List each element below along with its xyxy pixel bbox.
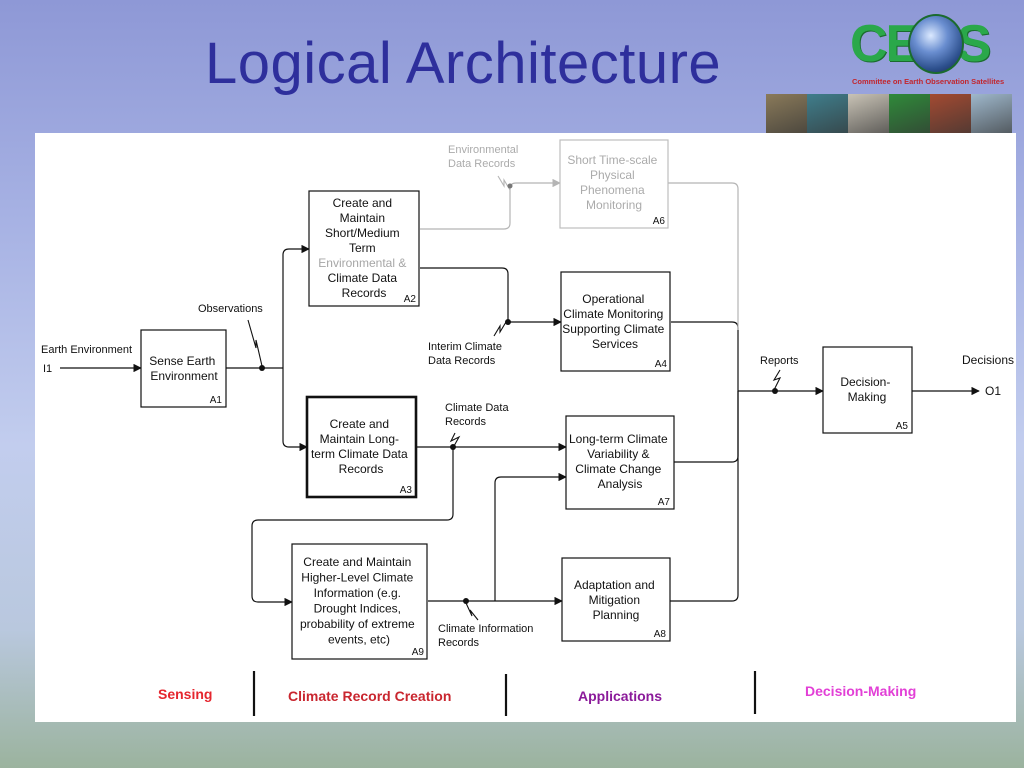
node-boxes	[140, 139, 913, 660]
edge-a4-reports	[671, 321, 739, 391]
node-a8-id: A8	[654, 629, 667, 640]
photo-tile	[930, 94, 971, 134]
node-a9-id: A9	[412, 647, 425, 658]
edge-a8-reports	[670, 391, 739, 602]
photo-tile	[807, 94, 848, 134]
phase-legend: Sensing Climate Record Creation Applicat…	[158, 671, 916, 716]
photo-tile	[766, 94, 807, 134]
node-a6-box	[559, 139, 669, 229]
node-text: Sense Earth Environment A1 Create and Ma…	[149, 153, 908, 658]
node-a4-id: A4	[655, 359, 668, 370]
node-a3-box	[305, 395, 418, 499]
edge-a9-a7	[494, 472, 567, 601]
node-a7-box	[565, 415, 675, 510]
node-a7-label: Long-term Climate Variability & Climate …	[569, 432, 671, 491]
node-a4-label: Operational Climate Monitoring Supportin…	[562, 292, 667, 351]
node-a5-label: Decision- Making	[840, 375, 893, 404]
tick-reports	[772, 369, 782, 391]
architecture-diagram: Sense Earth Environment A1 Create and Ma…	[41, 139, 1014, 716]
node-a1-id: A1	[210, 395, 223, 406]
label-observations: Observations	[198, 303, 263, 315]
node-a8-box	[561, 557, 671, 642]
tick-env-data	[497, 175, 511, 191]
node-a9-label: Create and Maintain Higher-Level Climate…	[300, 555, 418, 647]
node-a3-id: A3	[400, 485, 413, 496]
edge-split-a3	[282, 368, 308, 452]
node-a6-id: A6	[653, 216, 666, 227]
ceos-logo: CEOS Committee on Earth Observation Sate…	[846, 8, 1016, 92]
node-a9-box	[291, 543, 428, 660]
globe-icon	[908, 14, 964, 74]
legend-climate-record-creation: Climate Record Creation	[288, 688, 451, 704]
label-output: O1	[985, 384, 1001, 398]
node-a3-label: Create and Maintain Long- term Climate D…	[311, 417, 411, 476]
tick-observations	[247, 319, 263, 367]
diagram-panel: Sense Earth Environment A1 Create and Ma…	[35, 133, 1016, 722]
node-a1-box	[140, 329, 227, 408]
label-decisions: Decisions	[962, 353, 1014, 367]
label-input: I1	[43, 363, 52, 375]
tick-interim	[493, 321, 507, 337]
junction-climate-data	[450, 444, 456, 450]
junction-interim	[505, 319, 511, 325]
junction-climate-info	[463, 598, 469, 604]
label-earth-environment: Earth Environment	[41, 344, 132, 356]
photo-tile	[889, 94, 930, 134]
label-interim-records: Interim Climate Data Records	[428, 341, 505, 367]
label-reports: Reports	[760, 355, 799, 367]
junction-env-data	[507, 183, 513, 189]
legend-applications: Applications	[578, 688, 662, 704]
node-a2-label: Create and Maintain Short/Medium Term En…	[318, 196, 409, 300]
edge-a3-a9	[251, 447, 454, 607]
flow-labels: Earth Environment I1 Observations Interi…	[41, 144, 1014, 649]
edge-split-a2	[282, 244, 310, 368]
label-climate-info-records: Climate Information Records	[438, 623, 536, 649]
faded-connections	[420, 178, 739, 330]
edge-a2-a6	[420, 178, 561, 230]
photo-tile	[971, 94, 1012, 134]
legend-sensing: Sensing	[158, 686, 212, 702]
edge-a7-reports	[674, 391, 739, 463]
label-climate-data-records: Climate Data Records	[445, 402, 512, 428]
node-a8-label: Adaptation and Mitigation Planning	[574, 578, 658, 622]
ceos-logo-subtitle: Committee on Earth Observation Satellite…	[852, 77, 1005, 86]
tick-climate-info	[465, 602, 479, 621]
legend-decision-making: Decision-Making	[805, 683, 916, 699]
junction-reports	[772, 388, 778, 394]
node-a5-id: A5	[896, 421, 909, 432]
node-a1-label: Sense Earth Environment	[149, 354, 218, 383]
slide-title: Logical Architecture	[205, 31, 722, 96]
edge-a2-a4	[420, 267, 562, 327]
node-a5-box	[822, 346, 913, 434]
node-a2-id: A2	[404, 294, 417, 305]
edge-a6-reports	[668, 182, 739, 330]
node-a2-box	[308, 190, 420, 307]
junction-observations	[259, 365, 265, 371]
node-a7-id: A7	[658, 497, 671, 508]
photo-tile	[848, 94, 889, 134]
junctions	[259, 319, 778, 604]
tick-climate-data	[449, 432, 461, 447]
label-env-data-records: Environmental Data Records	[448, 144, 521, 170]
label-ticks	[247, 319, 782, 621]
photo-strip	[766, 94, 1012, 134]
node-a6-label: Short Time-scale Physical Phenomena Moni…	[567, 153, 660, 212]
node-a4-box	[560, 271, 671, 372]
